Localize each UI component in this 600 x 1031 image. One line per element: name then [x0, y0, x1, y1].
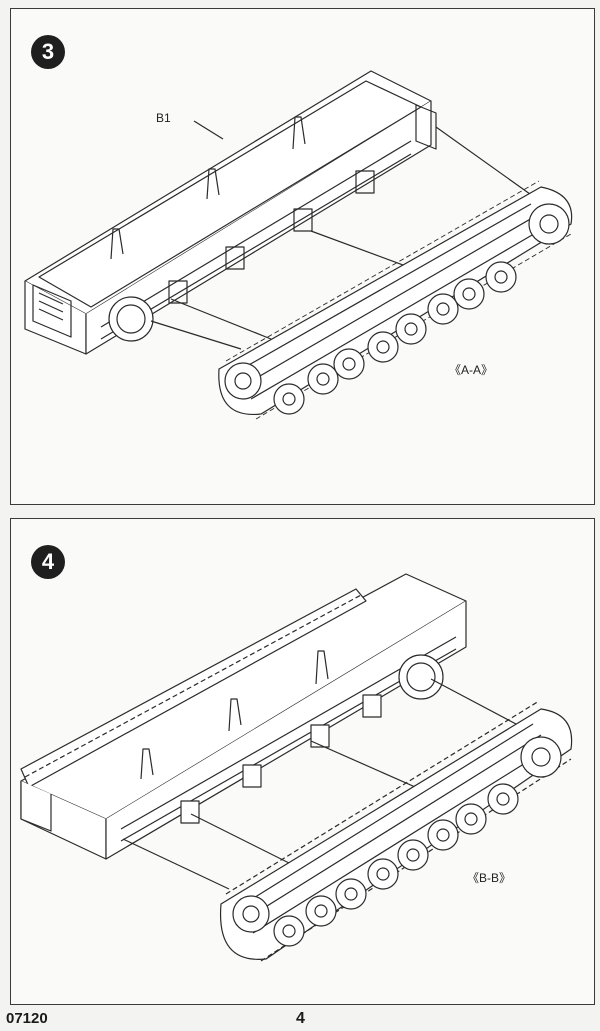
step-4-illustration: [20, 573, 573, 962]
step-4-panel: 4: [10, 518, 595, 1005]
part-label-b1: B1: [156, 111, 171, 125]
step-4-badge: 4: [31, 545, 65, 579]
product-code: 07120: [6, 1010, 48, 1027]
assembly-label-a-a: 《A-A》: [449, 363, 494, 377]
assembly-label-b-b: 《B-B》: [467, 871, 512, 885]
step-3-badge: 3: [31, 35, 65, 69]
step-3-panel: 3: [10, 8, 595, 505]
step-3-illustration: [24, 70, 573, 420]
page-number: 4: [296, 1010, 305, 1027]
